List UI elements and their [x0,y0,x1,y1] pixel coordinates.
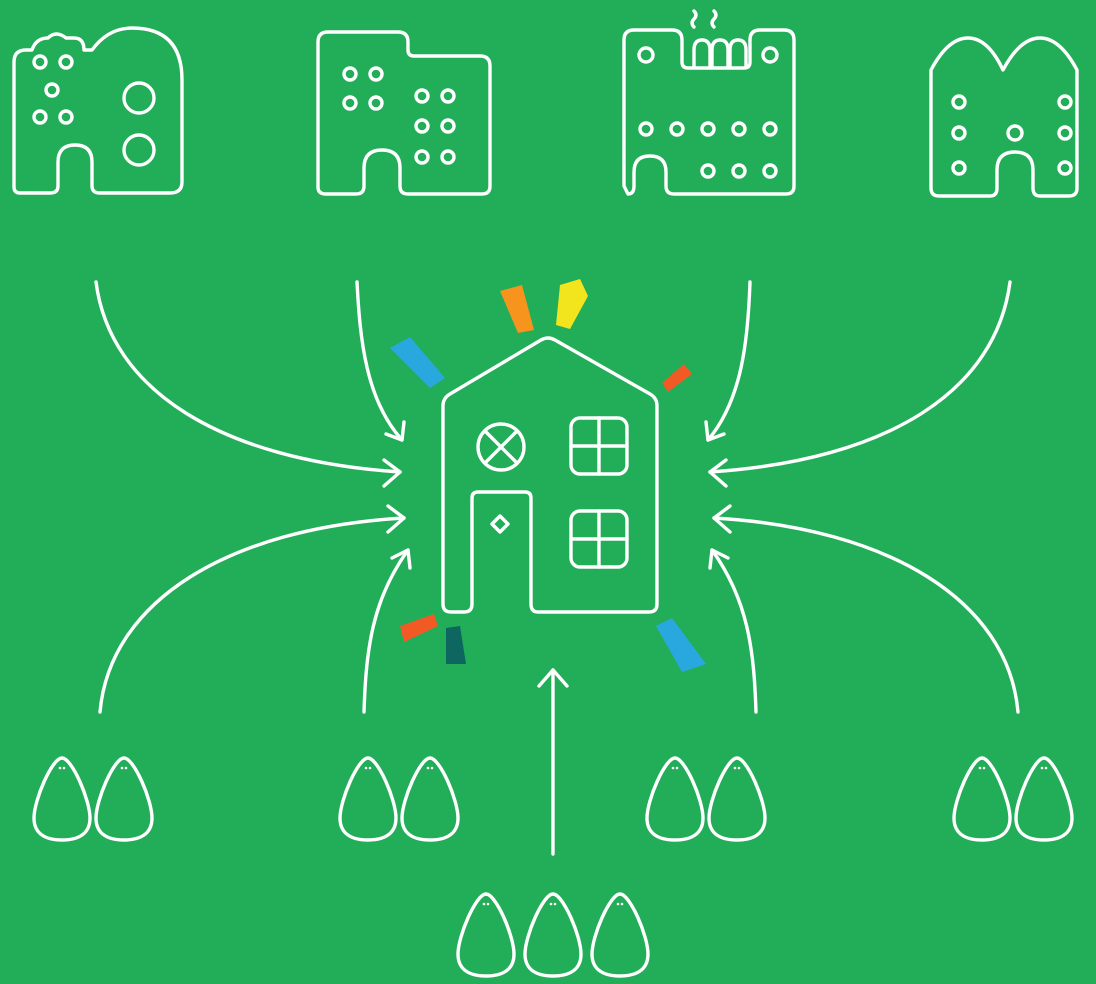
arrow-icon [94,280,402,488]
person-group [645,756,767,842]
window-icon [569,509,629,569]
person-icon [456,892,516,978]
person-icon [94,756,154,842]
arrow-icon [537,668,569,856]
person-icon [645,756,705,842]
arrow-icon [708,280,1012,488]
person-icon [1014,756,1074,842]
person-icon [523,892,583,978]
spark-yellow-top [556,279,588,329]
person-icon [952,756,1012,842]
person-icon [338,756,398,842]
spark-red-bottom-left [400,614,438,642]
person-icon [400,756,460,842]
spark-teal-bottom [446,626,466,664]
arrow-icon [704,280,752,442]
spark-red-top-right [662,364,692,392]
person-icon [32,756,92,842]
spark-blue-top-left [390,337,445,388]
window-icon [569,416,629,476]
person-group [456,892,650,978]
twin-tower-building-icon [929,36,1079,198]
arrow-icon [362,548,412,714]
factory-building-icon [622,9,796,196]
arrow-icon [98,504,406,714]
house-icon [441,336,659,614]
door-knob-icon [490,514,510,534]
person-group [338,756,460,842]
apartment-building-icon [12,26,184,195]
person-group [952,756,1074,842]
arrow-icon [355,280,406,442]
person-group [32,756,154,842]
person-icon [590,892,650,978]
office-building-icon [316,30,492,196]
person-icon [707,756,767,842]
arrow-icon [708,548,758,714]
round-window-icon [476,422,526,472]
arrow-icon [712,504,1020,714]
spark-orange-top [500,285,534,333]
spark-blue-bottom-right [656,618,706,672]
spark-decorations [390,279,706,672]
